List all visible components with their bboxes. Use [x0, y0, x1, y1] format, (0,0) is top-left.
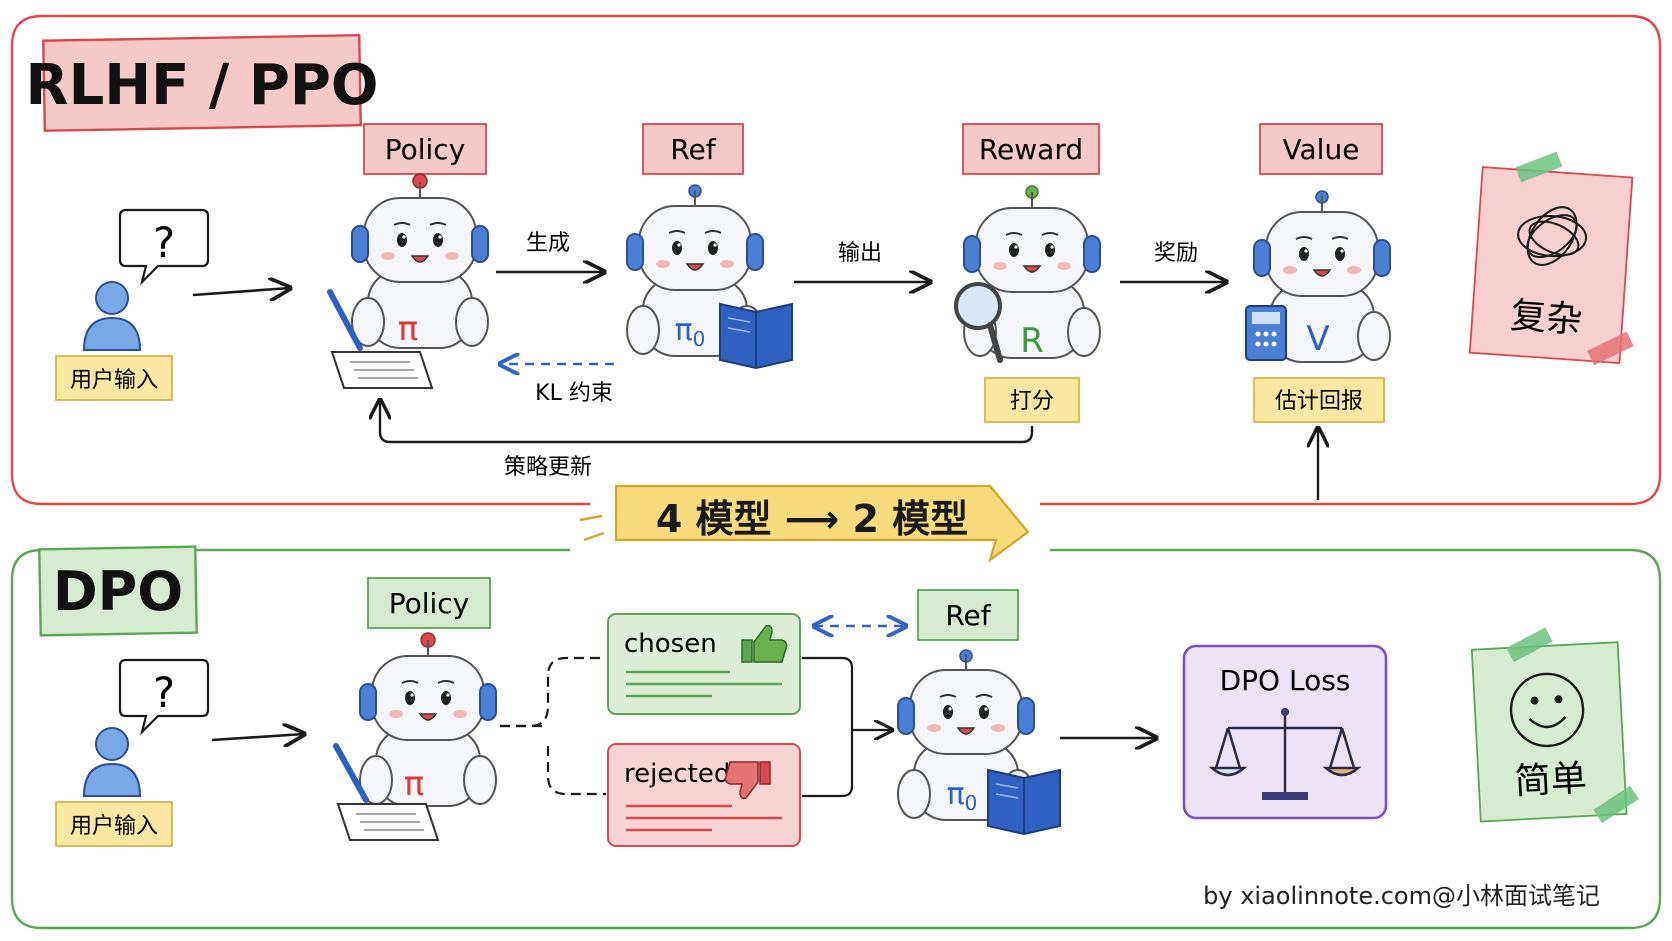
dpo-user-icon	[83, 727, 141, 797]
rlhf-value-symbol: V	[1306, 319, 1329, 359]
policy-robot-icon	[351, 181, 489, 349]
rlhf-user-tag	[55, 355, 173, 401]
rlhf-policy-label: Policy	[385, 133, 466, 166]
dpo-note: 简单	[1514, 758, 1588, 803]
rlhf-note: 复杂	[1509, 295, 1584, 341]
magnifier-icon	[954, 282, 1003, 363]
model-count-banner: 4 模型 ⟶ 2 模型	[579, 484, 1030, 563]
rlhf-question: ?	[153, 218, 175, 267]
complex-note: 复杂	[1468, 151, 1634, 366]
dpo-ref-label: Ref	[945, 599, 991, 632]
rlhf-edge-generate: 生成	[526, 231, 570, 256]
rlhf-edge-update: 策略更新	[504, 455, 592, 480]
rlhf-arrow-input	[192, 288, 290, 295]
user-icon	[83, 281, 141, 351]
rlhf-ref-label: Ref	[670, 133, 716, 166]
rlhf-policy-symbol: π	[398, 309, 418, 349]
scale-icon	[1208, 708, 1362, 800]
dpo-policy-label: Policy	[389, 587, 470, 620]
rlhf-score-tag: 打分	[1010, 389, 1054, 414]
rlhf-panel: RLHF / PPO ? 用户输入 Policy π 生成 Ref π0 KL …	[10, 14, 1662, 506]
notebook-icon	[331, 351, 433, 389]
dpo-pen-icon	[333, 743, 369, 803]
credit: by xiaolinnote.com@小林面试笔记	[1203, 882, 1600, 910]
rlhf-value-label: Value	[1283, 133, 1360, 166]
dpo-notebook-icon	[337, 803, 439, 841]
smiley-icon	[1509, 672, 1585, 748]
dpo-user-tag	[55, 801, 173, 847]
rlhf-title-box	[42, 33, 362, 132]
dpo-chosen: chosen	[624, 629, 717, 659]
rlhf-title: RLHF / PPO	[25, 53, 378, 118]
dpo-ref-label-box	[917, 589, 1019, 641]
dpo-policy-label-box	[367, 577, 491, 629]
rlhf-reward-symbol: R	[1020, 321, 1044, 361]
dpo-loss-label: DPO Loss	[1220, 664, 1351, 697]
rlhf-reward-label: Reward	[979, 133, 1083, 166]
dpo-book-icon	[987, 769, 1061, 835]
book-icon	[719, 303, 793, 369]
ref-label-box	[642, 123, 744, 175]
rlhf-edge-output: 输出	[838, 241, 882, 266]
dpo-branch-lines	[500, 656, 606, 796]
dpo-policy-robot-icon	[359, 639, 497, 807]
calculator-icon	[1245, 305, 1287, 361]
tangle-icon	[1517, 206, 1588, 266]
banner-text: 4 模型 ⟶ 2 模型	[656, 497, 968, 541]
dpo-ref-symbol: π0	[947, 777, 978, 815]
rlhf-edge-kl: KL 约束	[535, 381, 613, 406]
dpo-policy-symbol: π	[404, 764, 424, 804]
score-tag-box	[984, 377, 1080, 423]
rlhf-edge-reward: 奖励	[1154, 241, 1198, 266]
policy-label-box	[363, 123, 487, 175]
reward-label-box	[962, 123, 1100, 175]
rlhf-arrow-update	[380, 400, 1034, 444]
dpo-title: DPO	[53, 560, 183, 623]
chosen-box	[607, 613, 801, 715]
dpo-question: ?	[153, 668, 175, 717]
rlhf-ref-symbol: π0	[675, 313, 706, 351]
simple-note: 简单	[1470, 627, 1639, 824]
dpo-merge-lines	[802, 656, 892, 798]
rlhf-user-input-label: 用户输入	[70, 368, 158, 393]
estimate-tag-box	[1253, 377, 1385, 423]
dpo-rejected: rejected	[624, 759, 730, 789]
dpo-title-box	[38, 545, 198, 637]
pen-icon	[327, 289, 363, 351]
thumbs-down-icon	[724, 761, 771, 800]
dpo-panel: DPO ? 用户输入 Policy π chosen rejected	[10, 545, 1662, 930]
dpo-arrow-input	[211, 734, 304, 740]
dpo-user-input-label: 用户输入	[70, 814, 158, 839]
thumbs-up-icon	[741, 624, 788, 663]
value-label-box	[1259, 123, 1383, 175]
rlhf-estimate-tag: 估计回报	[1275, 389, 1363, 414]
